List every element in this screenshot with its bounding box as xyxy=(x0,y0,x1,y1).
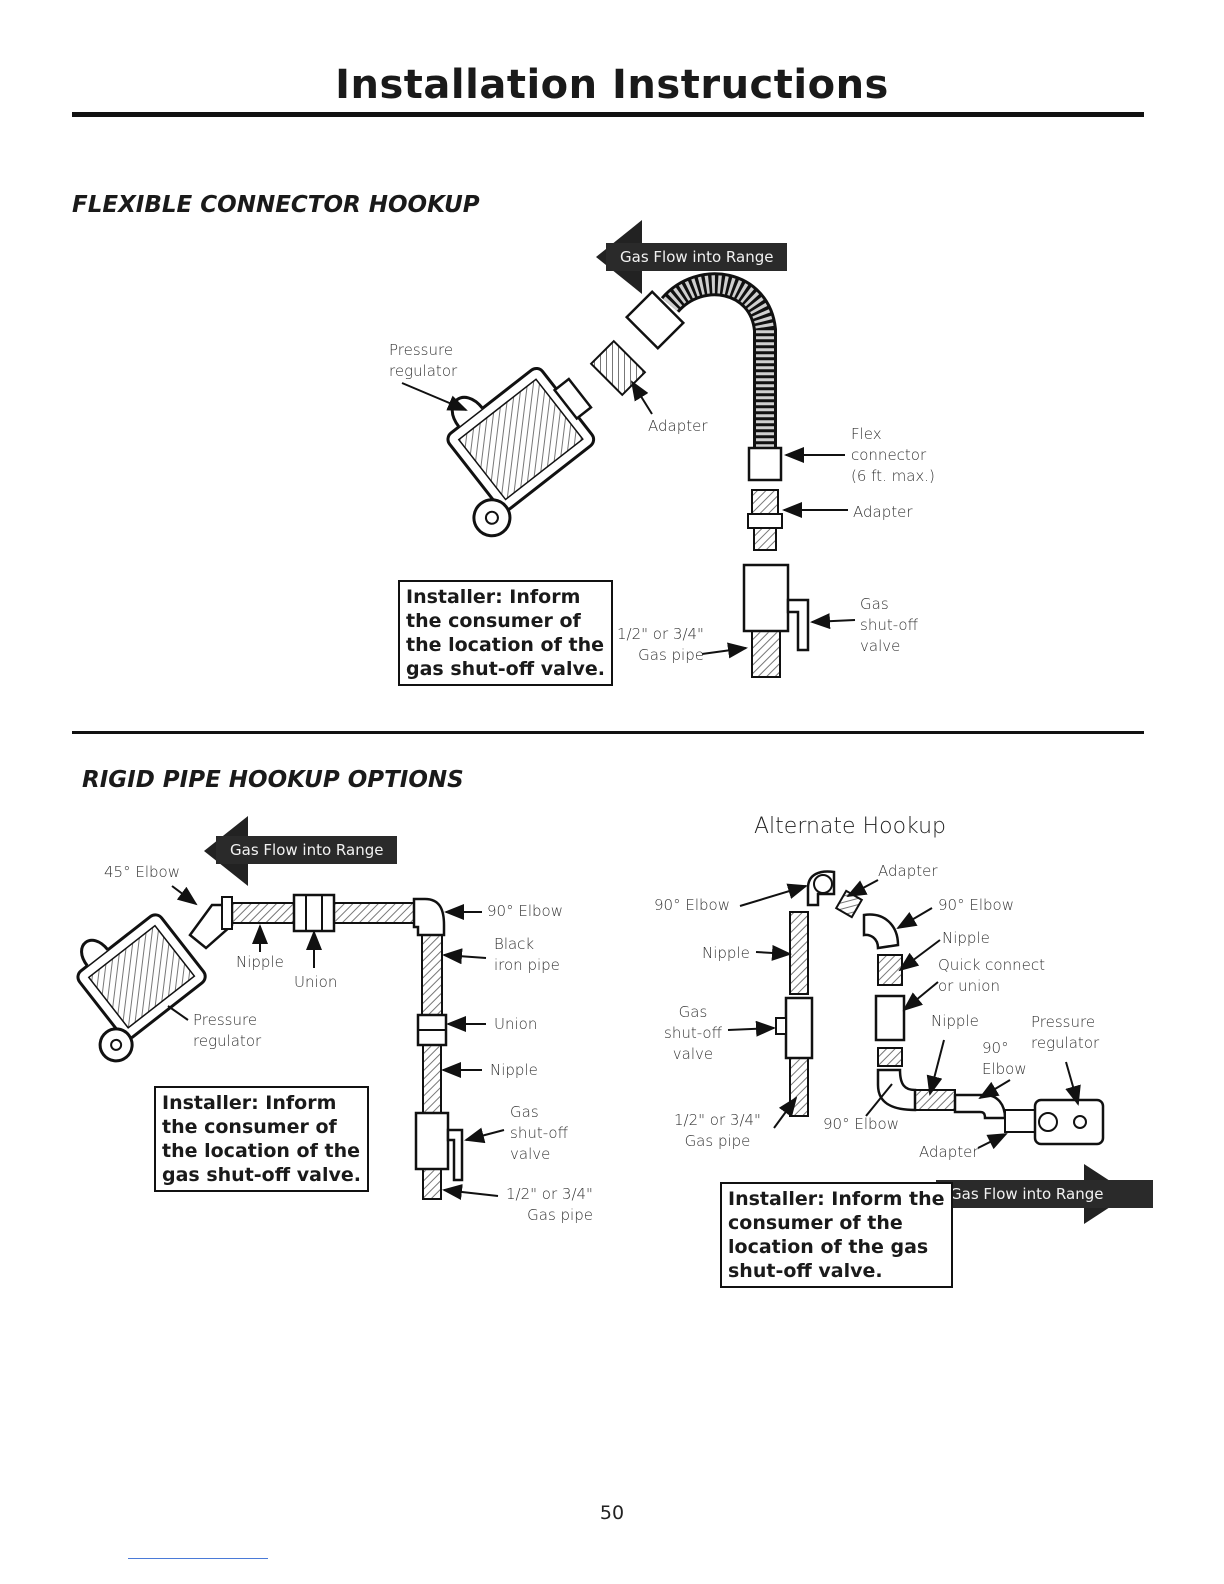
rigid-label-nipple-side: Nipple xyxy=(490,1061,538,1079)
rigid-installer-note: Installer: Inform the consumer of the lo… xyxy=(154,1086,369,1192)
alt-label-90-elbow-mid: 90° Elbow xyxy=(982,1039,1027,1078)
alt-label-pressure-regulator: Pressure regulator xyxy=(1031,1013,1100,1052)
rigid-label-45-elbow: 45° Elbow xyxy=(104,863,180,881)
pressure-regulator-icon xyxy=(1004,1098,1105,1146)
rigid-label-black-iron: Black iron pipe xyxy=(494,935,560,974)
rigid-label-gas-pipe: 1/2" or 3/4" Gas pipe xyxy=(506,1185,593,1224)
alt-label-quick-connect: Quick connect or union xyxy=(938,956,1045,995)
shutoff-valve-icon xyxy=(742,563,790,633)
pressure-regulator-icon xyxy=(76,913,207,1063)
alt-label-90-elbow-right: 90° Elbow xyxy=(938,896,1014,914)
alt-label-nipple-left: Nipple xyxy=(702,944,750,962)
rigid-label-90-elbow: 90° Elbow xyxy=(487,902,563,920)
flex-label-gas-shutoff: Gas shut-off valve xyxy=(860,595,918,655)
flex-label-adapter-top: Adapter xyxy=(648,417,708,435)
alternate-flow-label: Gas Flow into Range xyxy=(936,1180,1154,1208)
flex-label-gas-pipe: 1/2" or 3/4" Gas pipe xyxy=(617,625,704,664)
alt-label-gas-shutoff: Gas shut-off valve xyxy=(664,1003,722,1063)
rigid-label-nipple-top: Nipple xyxy=(236,953,284,971)
flexible-installer-note: Installer: Inform the consumer of the lo… xyxy=(398,580,613,686)
alt-label-nipple-lower: Nipple xyxy=(931,1012,979,1030)
flex-label-adapter-right: Adapter xyxy=(853,503,913,521)
alternate-title: Alternate Hookup xyxy=(754,814,946,839)
alt-label-adapter-bottom: Adapter xyxy=(919,1143,979,1161)
rigid-label-union-side: Union xyxy=(494,1015,538,1033)
alt-label-90-elbow-left: 90° Elbow xyxy=(654,896,730,914)
alt-label-90-elbow-bottom: 90° Elbow xyxy=(823,1115,899,1133)
rigid-label-gas-shutoff: Gas shut-off valve xyxy=(510,1103,568,1163)
page-number: 50 xyxy=(599,1502,625,1524)
rigid-label-pressure-regulator: Pressure regulator xyxy=(193,1011,262,1050)
page-title: Installation Instructions xyxy=(335,62,889,108)
adapter-icon xyxy=(589,339,647,397)
rigid-heading: RIGID PIPE HOOKUP OPTIONS xyxy=(82,767,464,793)
flexible-heading: FLEXIBLE CONNECTOR HOOKUP xyxy=(72,192,480,218)
flexible-diagram xyxy=(401,220,856,678)
flexible-flow-label: Gas Flow into Range xyxy=(606,243,788,271)
rigid-diagram xyxy=(76,816,505,1200)
alt-label-adapter-top: Adapter xyxy=(878,862,938,880)
alt-label-gas-pipe: 1/2" or 3/4" Gas pipe xyxy=(674,1111,761,1150)
pressure-regulator-icon xyxy=(446,366,596,538)
title-rule xyxy=(72,112,1144,117)
alternate-diagram xyxy=(727,870,1130,1224)
footer-line xyxy=(128,1558,268,1559)
flex-label-flex-connector: Flex connector (6 ft. max.) xyxy=(851,425,935,485)
alt-label-nipple-right: Nipple xyxy=(942,929,990,947)
alternate-installer-note: Installer: Inform the consumer of the lo… xyxy=(720,1182,953,1288)
section-divider xyxy=(72,731,1144,734)
rigid-flow-label: Gas Flow into Range xyxy=(216,836,398,864)
flex-label-pressure-regulator: Pressure regulator xyxy=(389,341,458,380)
rigid-label-union-top: Union xyxy=(294,973,338,991)
